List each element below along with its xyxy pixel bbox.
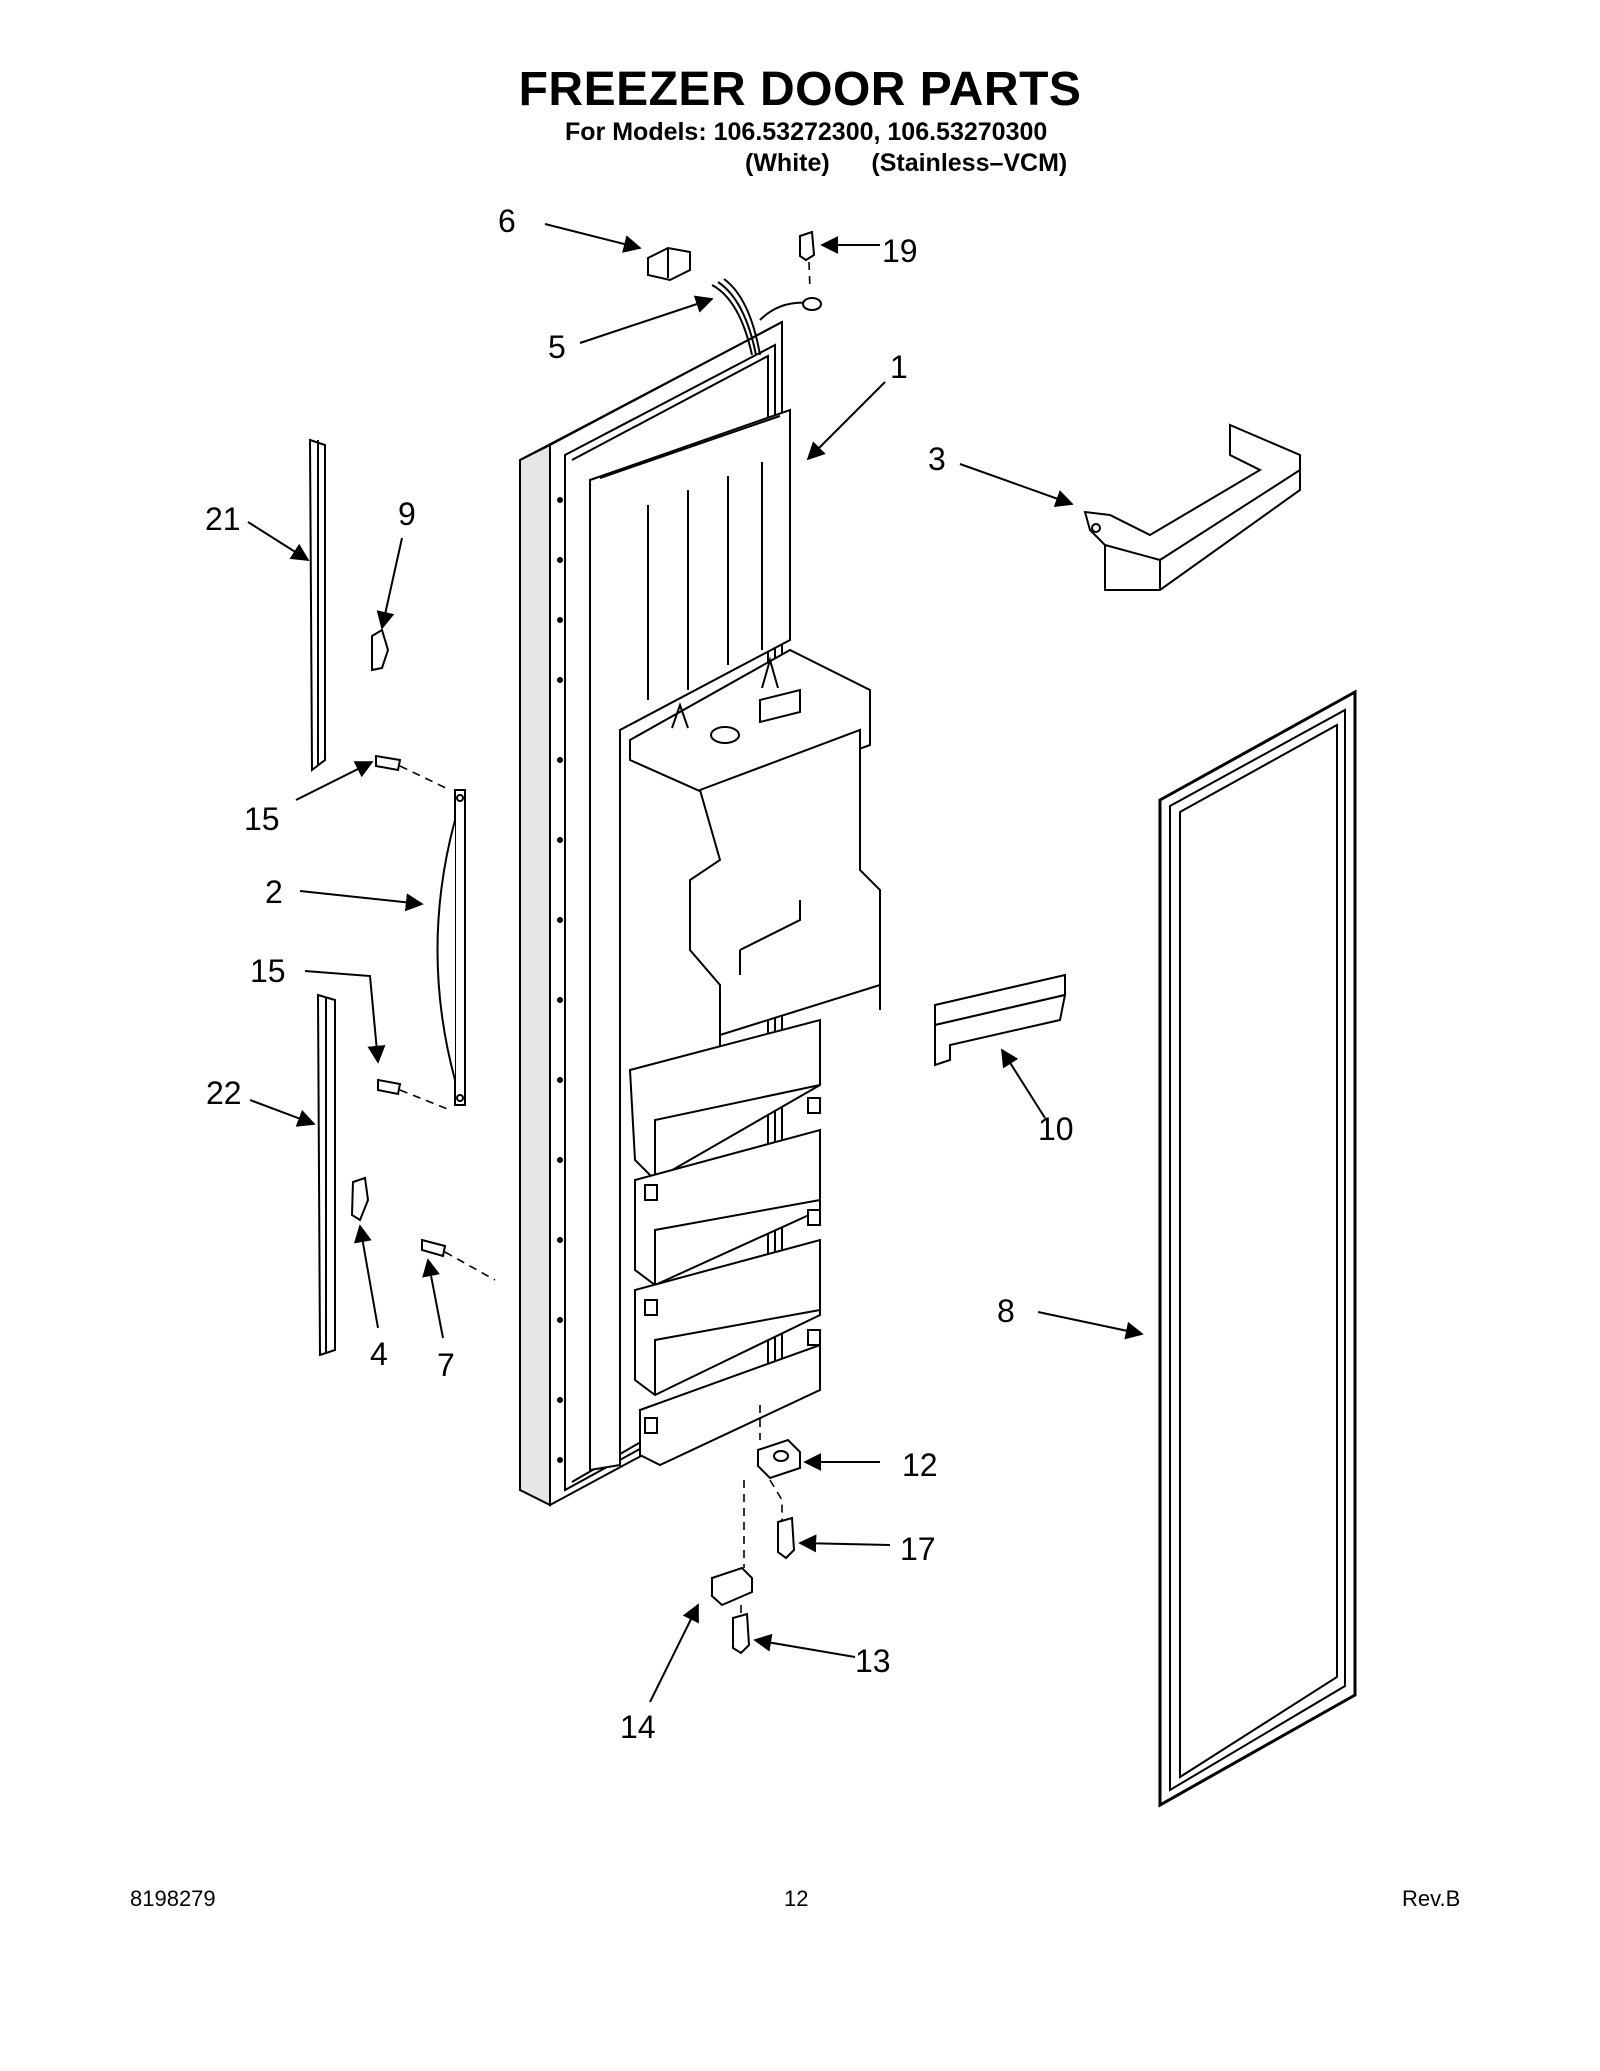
page-number: 12 <box>784 1886 809 1911</box>
callout-4: 4 <box>370 1336 388 1372</box>
clip-part-4 <box>350 1176 370 1222</box>
callout-12: 12 <box>902 1447 938 1483</box>
callout-21: 21 <box>205 501 241 537</box>
callout-1: 1 <box>890 349 908 385</box>
channel-part <box>934 973 1067 1067</box>
leader-arrows <box>247 223 1144 1703</box>
callout-17: 17 <box>900 1531 936 1567</box>
callout-14: 14 <box>620 1709 656 1745</box>
callout-13: 13 <box>855 1643 891 1679</box>
hinge-part-12 <box>757 1405 801 1520</box>
page-title: FREEZER DOOR PARTS <box>518 63 1082 116</box>
screw-part-15-lower <box>377 1078 451 1111</box>
callout-labels: 6 19 5 1 3 21 9 15 2 15 22 10 4 7 8 12 1… <box>205 203 1074 1745</box>
callout-19: 19 <box>882 233 918 269</box>
revision-label: Rev.B <box>1402 1886 1461 1911</box>
trim-strip-lower <box>316 993 336 1357</box>
callout-2: 2 <box>265 874 283 910</box>
connector-part-6 <box>647 246 691 282</box>
callout-8: 8 <box>997 1293 1015 1329</box>
screw-part-15-upper <box>375 754 451 791</box>
document-number: 8198279 <box>130 1886 216 1911</box>
screw-part-7 <box>421 1238 496 1281</box>
door-assembly <box>519 320 881 1507</box>
door-bracket-part <box>1083 423 1301 591</box>
callout-7: 7 <box>437 1347 455 1383</box>
screw-part-19 <box>799 230 816 291</box>
wire-harness-part-5 <box>711 278 822 356</box>
callout-15-lower: 15 <box>250 953 286 989</box>
callout-3: 3 <box>928 441 946 477</box>
door-gasket <box>1158 689 1357 1808</box>
screw-part-13 <box>732 1605 751 1655</box>
hinge-part-14 <box>711 1480 753 1607</box>
clip-part-9 <box>371 628 390 672</box>
callout-15-upper: 15 <box>244 801 280 837</box>
door-handle <box>436 789 466 1106</box>
screw-part-17 <box>777 1516 796 1560</box>
models-line: For Models: 106.53272300, 106.53270300 <box>565 118 1048 146</box>
trim-strip-upper <box>308 438 326 773</box>
callout-22: 22 <box>206 1075 242 1111</box>
variants-line: (White) (Stainless–VCM) <box>745 149 1068 177</box>
callout-9: 9 <box>398 496 416 532</box>
callout-10: 10 <box>1038 1111 1074 1147</box>
callout-6: 6 <box>498 203 516 239</box>
callout-5: 5 <box>548 329 566 365</box>
